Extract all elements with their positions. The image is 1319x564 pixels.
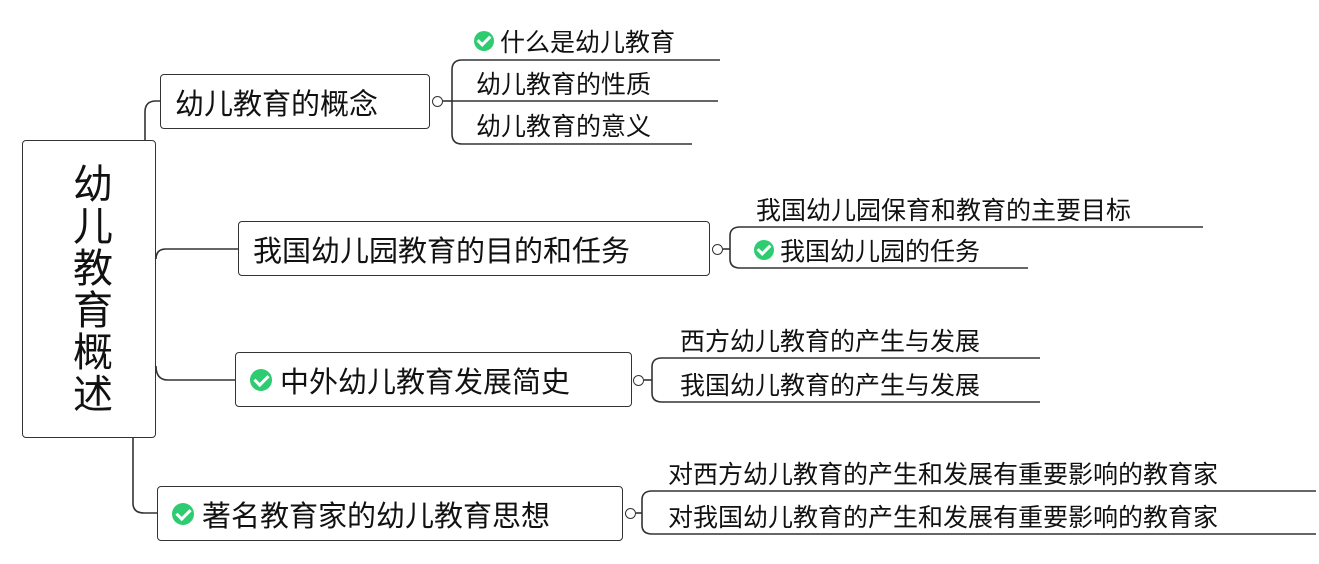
subtopic-what-is-early-education[interactable]: 什么是幼儿教育 <box>474 22 675 60</box>
subtopic-label: 我国幼儿教育的产生与发展 <box>680 370 981 400</box>
topic-label: 幼儿教育的概念 <box>175 86 379 121</box>
topic-label: 著名教育家的幼儿教育思想 <box>202 498 551 533</box>
subtopic-nature[interactable]: 幼儿教育的性质 <box>476 64 651 101</box>
collapse-knob[interactable] <box>625 508 636 519</box>
topic-node-educators[interactable]: 著名教育家的幼儿教育思想 <box>157 486 623 541</box>
subtopic-label: 对我国幼儿教育的产生和发展有重要影响的教育家 <box>668 502 1219 532</box>
subtopic-label: 对西方幼儿教育的产生和发展有重要影响的教育家 <box>668 459 1219 489</box>
check-icon <box>172 502 194 525</box>
subtopic-chinese-educators[interactable]: 对我国幼儿教育的产生和发展有重要影响的教育家 <box>668 497 1218 534</box>
collapse-knob[interactable] <box>432 96 443 107</box>
check-icon <box>754 239 774 260</box>
subtopic-label: 西方幼儿教育的产生与发展 <box>680 326 981 356</box>
subtopic-label: 幼儿教育的意义 <box>476 112 652 141</box>
topic-label: 中外幼儿教育发展简史 <box>280 364 571 399</box>
topic-label: 我国幼儿园教育的目的和任务 <box>253 233 631 268</box>
subtopic-label: 幼儿教育的性质 <box>476 69 652 99</box>
check-icon <box>250 368 272 391</box>
subtopic-kindergarten-tasks[interactable]: 我国幼儿园的任务 <box>754 231 980 268</box>
topic-node-history[interactable]: 中外幼儿教育发展简史 <box>235 352 632 407</box>
subtopic-significance[interactable]: 幼儿教育的意义 <box>476 106 651 144</box>
check-icon <box>474 31 494 51</box>
root-label: 幼儿教育概述 <box>66 163 112 415</box>
subtopic-label: 我国幼儿园保育和教育的主要目标 <box>756 195 1132 225</box>
subtopic-western-educators[interactable]: 对西方幼儿教育的产生和发展有重要影响的教育家 <box>668 454 1218 491</box>
subtopic-chinese-history[interactable]: 我国幼儿教育的产生与发展 <box>680 365 980 402</box>
subtopic-western-history[interactable]: 西方幼儿教育的产生与发展 <box>680 321 980 358</box>
topic-node-concept[interactable]: 幼儿教育的概念 <box>160 74 430 129</box>
subtopic-main-goals[interactable]: 我国幼儿园保育和教育的主要目标 <box>756 190 1131 227</box>
collapse-knob[interactable] <box>712 244 723 255</box>
root-node[interactable]: 幼儿教育概述 <box>22 140 156 438</box>
subtopic-label: 我国幼儿园的任务 <box>780 236 981 266</box>
subtopic-label: 什么是幼儿教育 <box>500 28 676 57</box>
collapse-knob[interactable] <box>633 375 644 386</box>
topic-node-aims-and-tasks[interactable]: 我国幼儿园教育的目的和任务 <box>238 221 710 276</box>
